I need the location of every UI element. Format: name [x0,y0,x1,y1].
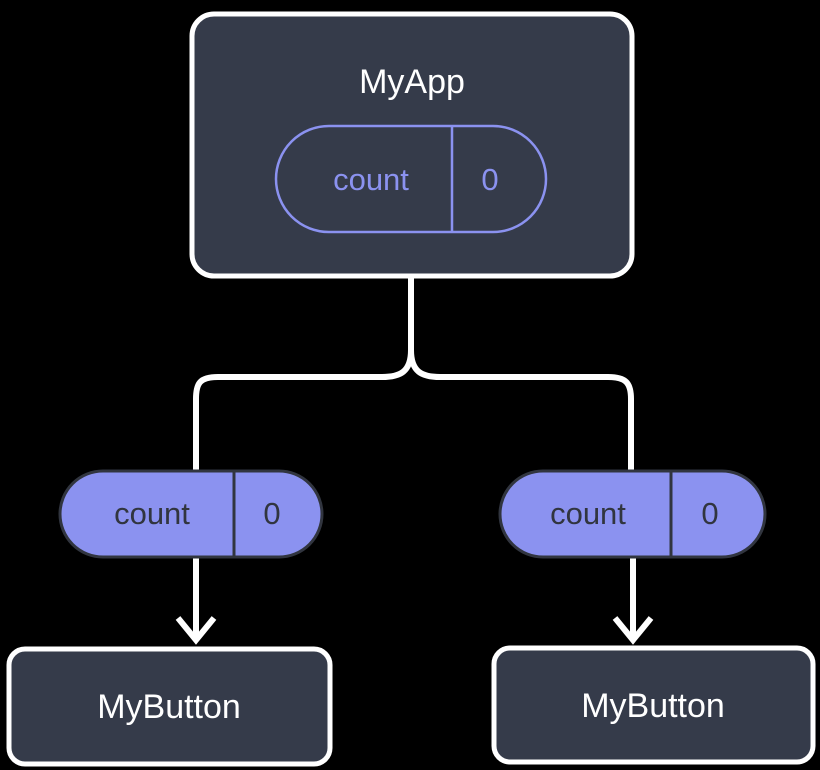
node-mybutton-right[interactable]: MyButton [491,645,816,765]
node-myapp[interactable]: MyApp count 0 [189,11,635,279]
prop-pill-left-value: 0 [263,496,280,531]
prop-pill-myapp-name: count [333,162,409,197]
node-mybutton-left-label: MyButton [97,688,241,726]
prop-pill-right-value: 0 [701,496,718,531]
node-mybutton-left[interactable]: MyButton [6,646,333,767]
prop-pill-myapp[interactable]: count 0 [274,124,548,234]
prop-pill-left-shape[interactable] [58,469,324,559]
connector-fork-right [408,349,634,473]
connector-fork-left [193,349,414,473]
arrow-down-icon-left [175,616,217,645]
prop-pill-right[interactable]: count 0 [498,469,767,559]
node-mybutton-right-box[interactable] [491,645,816,765]
prop-pill-right-shape[interactable] [498,469,767,559]
prop-pill-left-name: count [114,496,190,531]
node-myapp-label: MyApp [359,63,465,101]
node-mybutton-left-box[interactable] [6,646,333,767]
prop-pill-myapp-shape[interactable] [274,124,548,234]
connector-group [175,277,654,645]
arrow-down-icon-right [612,616,654,645]
prop-pill-myapp-value: 0 [481,162,498,197]
node-myapp-box[interactable] [189,11,635,279]
node-mybutton-right-label: MyButton [581,687,725,725]
prop-pill-left[interactable]: count 0 [58,469,324,559]
prop-pill-right-name: count [550,496,626,531]
